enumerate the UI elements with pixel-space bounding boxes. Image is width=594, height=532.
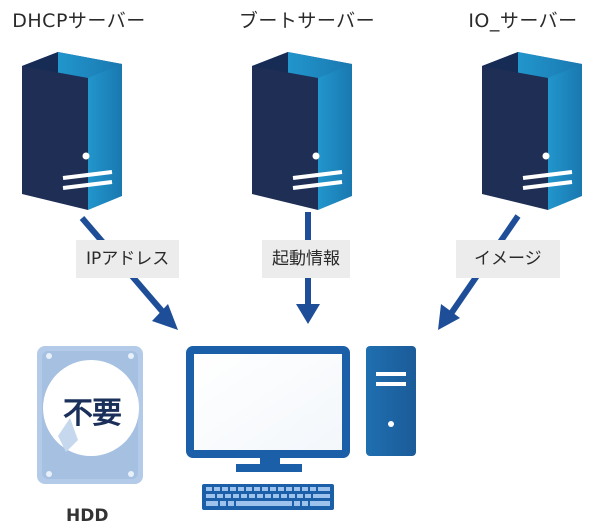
io-server-icon [482, 52, 582, 210]
monitor-icon [186, 346, 350, 472]
edge-label-boot-info: 起動情報 [262, 240, 350, 278]
server-title-boot: ブートサーバー [238, 10, 376, 32]
keyboard-icon [202, 484, 334, 510]
dhcp-server-icon [22, 52, 122, 210]
edge-label-ip-address: IPアドレス [76, 240, 180, 278]
pc-tower-icon [366, 346, 416, 456]
server-title-io: IO_サーバー [468, 10, 578, 32]
hdd-icon [37, 346, 143, 484]
hdd-badge-not-required: 不要 [63, 396, 122, 431]
server-title-dhcp: DHCPサーバー [12, 10, 146, 32]
boot-server-icon [252, 52, 352, 210]
hdd-label: HDD [66, 506, 109, 526]
edge-label-image: イメージ [456, 240, 560, 278]
